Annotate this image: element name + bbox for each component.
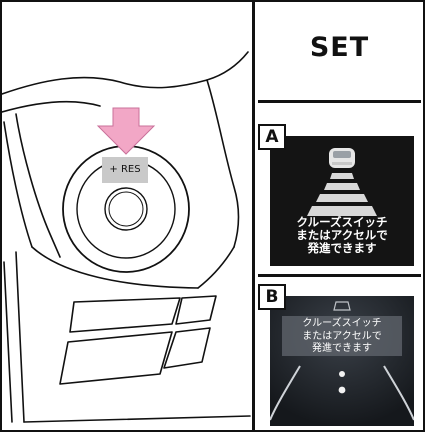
section-divider-top bbox=[258, 100, 421, 103]
cruise-dial bbox=[62, 145, 190, 273]
section-divider-mid bbox=[258, 274, 421, 277]
steering-switch-illustration: + RES bbox=[1, 2, 252, 430]
screen-a-message-line-3: 発進できます bbox=[307, 241, 377, 255]
badge-b: B bbox=[258, 284, 286, 310]
res-switch-label: + RES bbox=[102, 157, 148, 183]
badge-a: A bbox=[258, 124, 286, 150]
screen-a-graphic bbox=[307, 148, 377, 216]
screen-a-message-line-2: またはアクセルで bbox=[296, 228, 388, 242]
display-screen-b: クルーズスイッチ またはアクセルで 発進できます bbox=[270, 296, 414, 426]
screen-b-message-line-1: クルーズスイッチ bbox=[302, 318, 382, 329]
screen-b-message-line-3: 発進できます bbox=[312, 343, 372, 354]
screen-b-message-line-2: またはアクセルで bbox=[302, 330, 382, 342]
panel-divider bbox=[252, 0, 255, 432]
screen-b-message-box: クルーズスイッチ またはアクセルで 発進できます bbox=[282, 316, 402, 356]
car-icon bbox=[329, 148, 355, 168]
display-examples-panel: SET A クルーズスイッチ またはアクセルで bbox=[256, 2, 423, 430]
set-label: SET bbox=[309, 32, 370, 63]
screen-a-message-line-1: クルーズスイッチ bbox=[296, 215, 388, 229]
display-screen-a: クルーズスイッチ またはアクセルで 発進できます bbox=[270, 136, 414, 266]
steering-wheel-drawing bbox=[1, 51, 251, 423]
down-arrow-icon bbox=[96, 107, 156, 155]
